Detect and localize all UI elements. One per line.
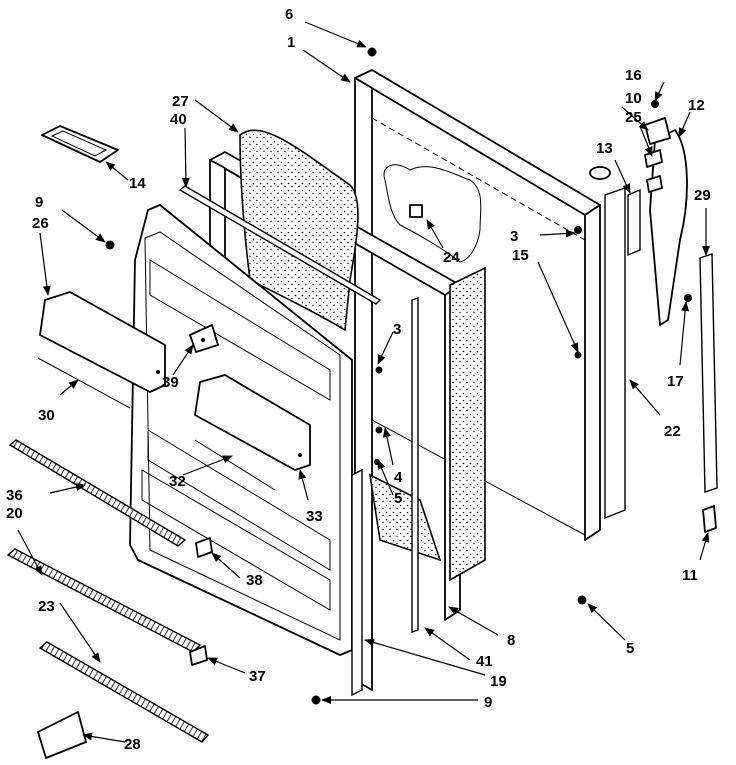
label-19: 19 [490,673,507,690]
end-cap-38 [195,537,213,558]
label-37: 37 [249,668,266,685]
label-22: 22 [664,423,681,440]
label-5a: 5 [394,490,402,507]
label-5b: 5 [626,640,634,657]
shelf-retainer [189,324,219,353]
label-24: 24 [443,249,460,266]
label-11: 11 [682,567,698,584]
cover-28 [37,711,87,759]
label-9b: 9 [484,694,492,711]
hinge-top-10 [644,100,671,145]
screws [105,47,692,705]
label-12: 12 [688,97,705,114]
clip-11 [702,505,717,533]
label-4: 4 [394,469,403,486]
label-15: 15 [512,247,529,264]
hinge-channel-13 [627,188,641,257]
part-number-labels: 6 1 27 40 14 9 26 24 3 39 30 4 5 32 33 3… [6,6,711,753]
label-6: 6 [285,6,293,23]
liner-panel [383,164,482,263]
label-1: 1 [287,34,295,51]
label-3b: 3 [510,228,518,245]
label-28: 28 [124,736,141,753]
door-stop-cap [589,166,611,180]
label-13: 13 [596,140,613,157]
label-26: 26 [32,215,49,232]
label-23: 23 [38,598,55,615]
gasket-strip-19 [351,468,363,697]
label-32: 32 [169,473,186,490]
middle-shelf-bin [194,374,311,491]
hinge-side-channel-22 [604,187,626,520]
insulation-panel-left [239,129,359,332]
gasket-strip-41 [411,297,419,633]
label-25: 25 [625,109,642,126]
tray-14 [41,125,119,163]
label-40: 40 [170,111,187,128]
label-39: 39 [162,374,179,391]
label-27: 27 [172,93,189,110]
door-bar-lower [38,641,210,743]
label-33: 33 [306,508,323,525]
door-bar-middle [6,548,202,653]
label-20: 20 [6,505,23,522]
label-14: 14 [129,175,146,192]
leader-lines [17,21,710,743]
label-30: 30 [38,407,55,424]
door-bar-upper [8,439,187,547]
label-10: 10 [625,90,642,107]
label-41: 41 [476,653,493,670]
label-3a: 3 [393,321,401,338]
label-29: 29 [694,187,711,204]
label-38: 38 [246,572,263,589]
label-36: 36 [6,487,23,504]
end-cap-37 [189,645,208,666]
label-8: 8 [507,632,515,649]
insulation-panel-right [368,266,486,582]
door-handle-29 [699,253,718,493]
label-16: 16 [625,67,642,84]
upper-shelf-bin [37,291,166,409]
label-9a: 9 [35,194,43,211]
label-17: 17 [667,373,684,390]
